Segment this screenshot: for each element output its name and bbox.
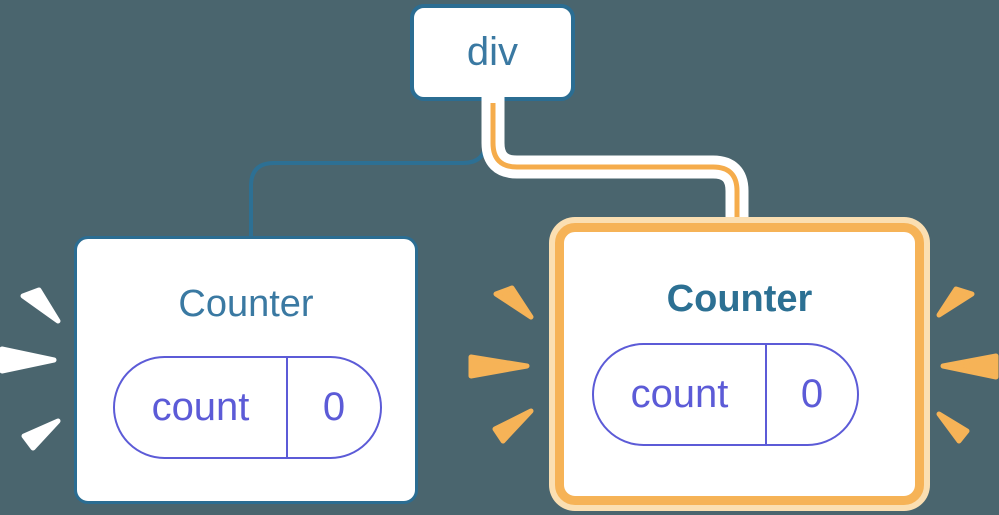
state-key-label: count: [630, 372, 729, 416]
edge-to-left-counter: [249, 98, 488, 240]
sparkle-icon: [21, 418, 61, 451]
state-value: 0: [767, 345, 857, 444]
state-key: count: [115, 358, 288, 457]
sparkle-burst-right: [936, 286, 999, 444]
counter-card-left-title: Counter: [178, 283, 314, 325]
counter-card-left: Counter count 0: [74, 236, 418, 504]
state-key: count: [594, 345, 767, 444]
sparkle-icon: [492, 408, 534, 444]
state-value-label: 0: [322, 385, 346, 429]
root-node-div: div: [410, 4, 575, 101]
sparkle-burst-middle: [468, 285, 534, 444]
state-value-label: 0: [800, 372, 824, 416]
state-pill: count 0: [113, 356, 382, 459]
sparkle-icon: [20, 287, 61, 324]
root-node-label: div: [466, 30, 519, 74]
sparkle-icon: [468, 354, 530, 379]
state-value: 0: [288, 358, 380, 457]
counter-card-right: Counter count 0: [555, 223, 924, 505]
sparkle-burst-left: [0, 287, 61, 451]
counter-card-right-glow: Counter count 0: [549, 217, 930, 511]
edge-to-right-counter-core: [490, 103, 740, 230]
sparkle-icon: [940, 353, 999, 380]
state-key-label: count: [151, 385, 250, 429]
edge-to-right-counter-casing: [481, 96, 749, 230]
sparkle-icon: [936, 411, 970, 444]
sparkle-icon: [493, 285, 534, 320]
sparkle-icon: [936, 286, 975, 318]
state-pill: count 0: [592, 343, 859, 446]
counter-card-right-title: Counter: [666, 278, 813, 320]
sparkle-icon: [0, 346, 57, 374]
